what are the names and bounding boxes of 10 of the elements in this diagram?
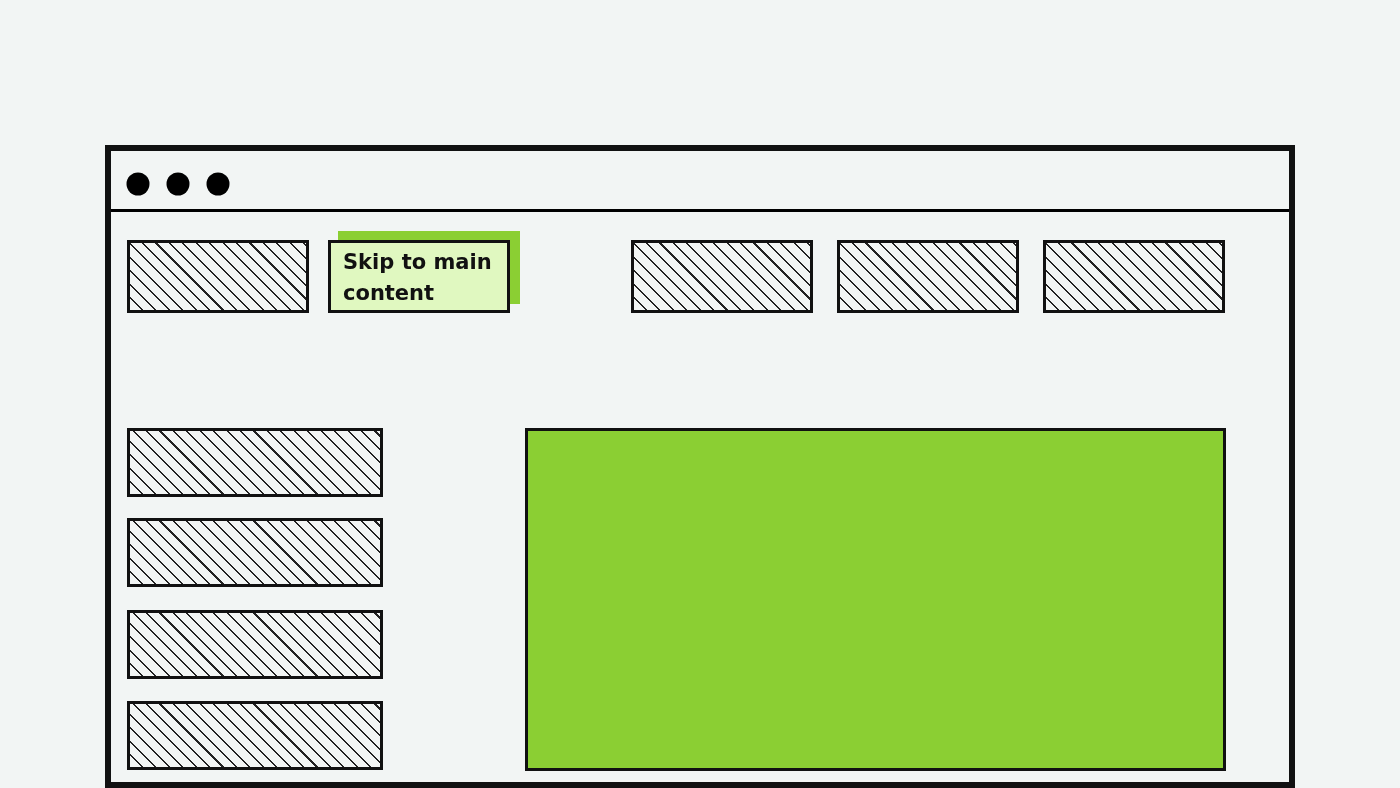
browser-window (105, 145, 1295, 788)
main-content-area (525, 428, 1226, 771)
placeholder-block (127, 518, 383, 587)
placeholder-block (127, 428, 383, 497)
placeholder-block (1043, 240, 1225, 313)
placeholder-block (127, 701, 383, 770)
placeholder-block (127, 240, 309, 313)
placeholder-block (631, 240, 813, 313)
placeholder-block (837, 240, 1019, 313)
placeholder-block (127, 610, 383, 679)
